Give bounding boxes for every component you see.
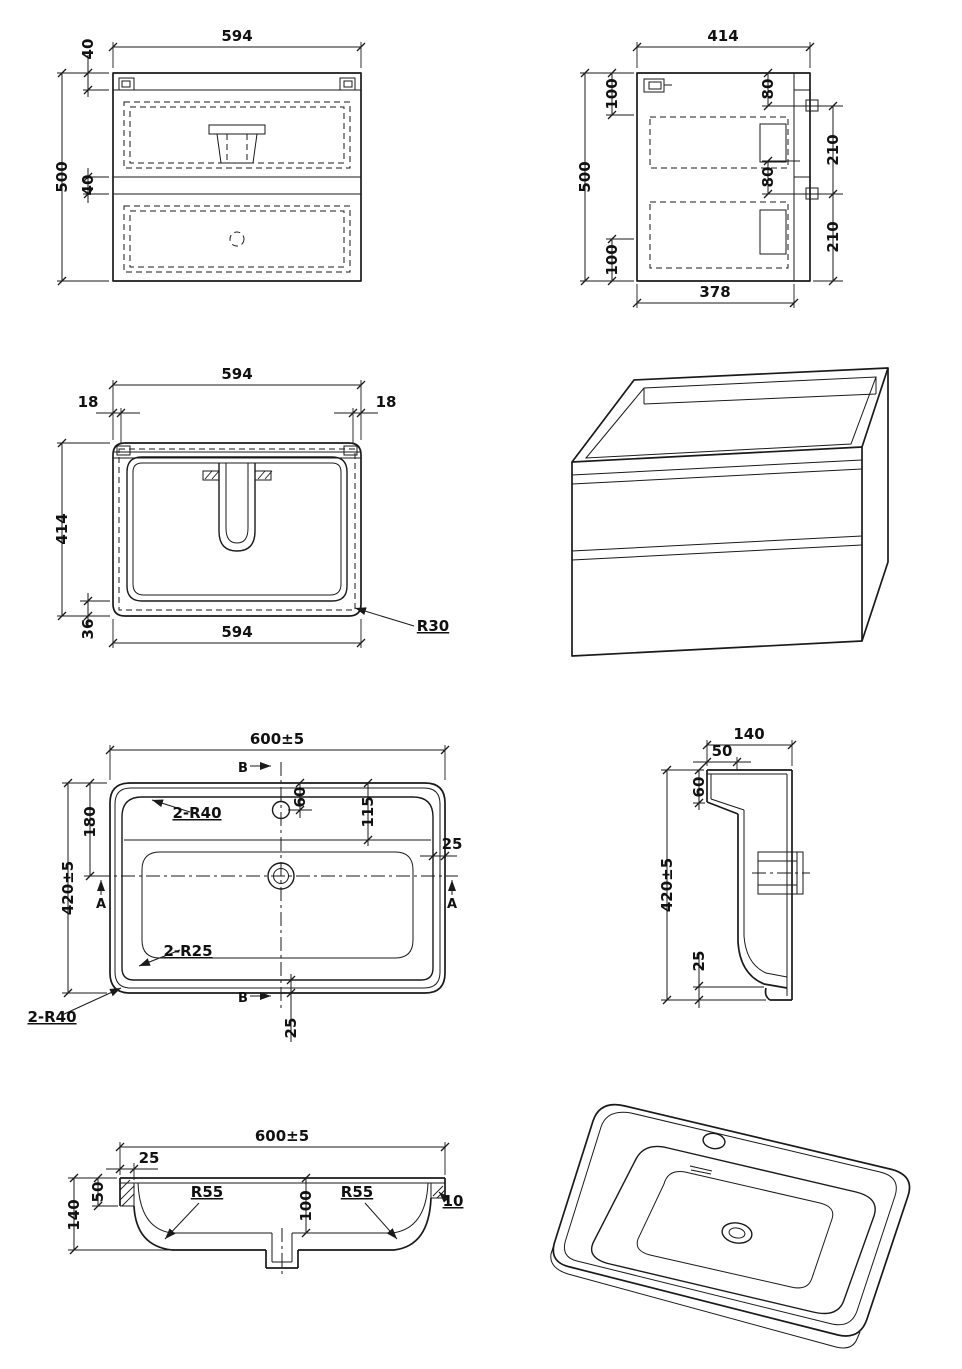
slide-bracket-bottom — [805, 187, 819, 200]
dim-back-wall: 115 — [359, 796, 377, 827]
dim-front-gap: 40 — [79, 175, 97, 196]
dim-faucet-offset: 60 — [291, 787, 309, 808]
cabinet-side-view: 414 100 500 100 80 80 210 210 378 — [576, 27, 843, 308]
sink-front-section: 600±5 25 50 140 R55 R55 100 10 — [65, 1127, 463, 1276]
label-fsink-radius-right: R55 — [341, 1183, 373, 1201]
cabinet-top-view: 594 18 18 414 36 594 R30 — [53, 365, 449, 648]
dim-top-depth: 414 — [53, 513, 71, 544]
section-a-right: A — [447, 897, 457, 912]
label-fsink-radius-left: R55 — [191, 1183, 223, 1201]
dim-sideview-depth: 420±5 — [658, 858, 676, 912]
section-b-bottom: B — [238, 991, 248, 1006]
sink-side-section: 140 50 60 420±5 25 — [658, 725, 810, 1008]
dim-top-width-top: 594 — [221, 365, 252, 383]
overflow-slot-3d — [689, 1165, 713, 1175]
dim-fsink-basin-depth: 100 — [297, 1190, 315, 1221]
dim-rim-front: 25 — [282, 1018, 300, 1039]
dim-side-back-bottom: 100 — [603, 244, 621, 275]
cabinet-front-view: 594 40 500 40 — [53, 27, 366, 286]
dim-side-slide-top: 80 — [759, 79, 777, 100]
drain-fitting — [757, 851, 804, 895]
dim-sideview-ledge: 60 — [690, 777, 708, 798]
dim-top-front-edge: 36 — [79, 619, 97, 640]
dim-fsink-rim-left: 25 — [139, 1149, 160, 1167]
dim-drain-offset: 180 — [81, 806, 99, 837]
drawer-knob-hole — [229, 231, 245, 247]
dim-fsink-rim-height: 50 — [89, 1182, 107, 1203]
sink-top-view: 600±5 420±5 180 60 115 25 2-R40 2-R25 2-… — [27, 730, 462, 1042]
dim-side-width-bottom: 378 — [699, 283, 730, 301]
dim-front-top-rail: 40 — [79, 39, 97, 60]
section-b-top: B — [238, 761, 248, 776]
faucet-hole-3d — [702, 1132, 726, 1150]
dim-front-height: 500 — [53, 161, 71, 192]
dim-sideview-front: 25 — [690, 951, 708, 972]
label-radius-top: 2-R40 — [172, 804, 221, 822]
dim-fsink-height: 140 — [65, 1199, 83, 1230]
overflow-channel — [218, 463, 256, 552]
siphon-cutout — [208, 124, 266, 135]
dim-side-width-top: 414 — [707, 27, 738, 45]
dim-side-height: 500 — [576, 161, 594, 192]
dim-side-back-top: 100 — [603, 78, 621, 109]
dim-rim-right: 25 — [442, 835, 463, 853]
label-corner-radius: R30 — [417, 617, 449, 635]
dim-sideview-rim: 50 — [712, 742, 733, 760]
dim-top-offset-left: 18 — [78, 393, 99, 411]
slide-bracket-top — [805, 99, 819, 112]
hinge-bracket — [643, 78, 672, 93]
dim-side-slide-bottom: 80 — [759, 167, 777, 188]
dim-top-width-bottom: 594 — [221, 623, 252, 641]
label-fsink-edge-right: 10 — [443, 1192, 464, 1210]
hinge-bracket-left — [118, 77, 135, 91]
sink-3d-view — [550, 1103, 911, 1349]
label-radius-inner: 2-R25 — [163, 942, 212, 960]
hinge-bracket-right — [339, 77, 356, 91]
drain-hole-3d — [721, 1222, 753, 1244]
label-radius-bottom: 2-R40 — [27, 1008, 76, 1026]
dim-side-slide-len-bottom: 210 — [824, 221, 842, 252]
drain-outlet — [265, 1250, 299, 1269]
dim-sink-depth: 420±5 — [59, 861, 77, 915]
section-a-left: A — [96, 897, 106, 912]
dim-side-slide-len-top: 210 — [824, 134, 842, 165]
dim-sink-width: 600±5 — [250, 730, 304, 748]
dim-sideview-height: 140 — [733, 725, 764, 743]
dim-fsink-width: 600±5 — [255, 1127, 309, 1145]
dim-top-offset-right: 18 — [376, 393, 397, 411]
cabinet-3d-view — [571, 367, 889, 657]
dim-front-width-top: 594 — [221, 27, 252, 45]
